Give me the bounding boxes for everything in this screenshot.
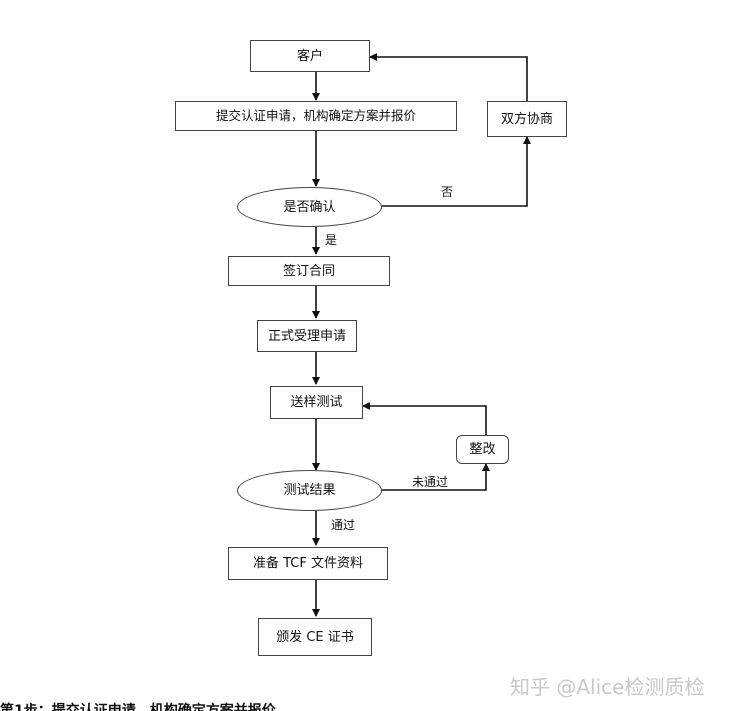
arrow-confirm-negotiate [382,136,531,207]
node-prepare-tcf: 准备 TCF 文件资料 [228,547,388,580]
edge-label-no: 否 [441,185,454,199]
node-issue-ce: 颁发 CE 证书 [258,618,372,656]
arrow-result-rectify [382,463,490,491]
node-contract: 签订合同 [228,256,390,286]
edge-label-failed: 未通过 [412,475,449,489]
node-test-result: 测试结果 [237,470,382,511]
node-customer: 客户 [250,40,370,72]
node-rectify: 整改 [456,435,509,464]
node-accept-application: 正式受理申请 [257,320,357,352]
edge-label-passed: 通过 [331,518,356,532]
arrow-rectify-sample [362,402,487,435]
node-submit-application: 提交认证申请，机构确定方案并报价 [175,101,457,131]
watermark: 知乎 @Alice检测质检 [510,675,705,699]
caption-text: 第1步：提交认证申请，机构确定方案并报价 [0,703,276,711]
node-sample-test: 送样测试 [270,386,363,419]
edge-label-yes: 是 [325,233,338,247]
node-confirm: 是否确认 [237,187,382,227]
arrow-negotiate-customer [369,53,528,101]
node-negotiate: 双方协商 [487,101,567,137]
